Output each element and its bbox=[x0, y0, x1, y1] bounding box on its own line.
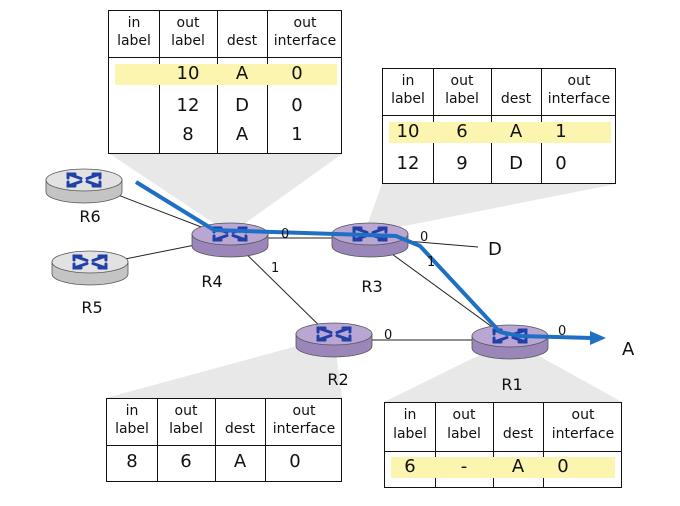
r3-row1-dest: A bbox=[509, 121, 523, 142]
r4-row1-dest: A bbox=[235, 63, 249, 84]
r2-header-in-label: label bbox=[115, 421, 149, 437]
router-r6 bbox=[45, 168, 123, 204]
r4-row1-out-interface: 0 bbox=[291, 63, 303, 84]
r2-header-in: in bbox=[125, 403, 139, 419]
r1-row-highlight bbox=[391, 457, 615, 478]
r2-header-dest: dest bbox=[224, 421, 256, 437]
r3-row1-out-label: 6 bbox=[456, 121, 468, 142]
iface-r2-to-r1: 0 bbox=[384, 328, 392, 343]
iface-r3-to-d: 0 bbox=[420, 230, 428, 245]
r1-header-out-label: label bbox=[447, 426, 481, 442]
iface-r3-to-r1: 1 bbox=[427, 255, 435, 270]
r4-row2-dest: D bbox=[235, 95, 249, 116]
router-label-r5: R5 bbox=[81, 298, 102, 317]
r4-header-in-label: label bbox=[117, 33, 151, 49]
r3-row2-in-label: 12 bbox=[396, 153, 420, 174]
router-top bbox=[295, 322, 373, 346]
r1-table-callout bbox=[384, 340, 622, 402]
r1-row1-out-label: - bbox=[460, 456, 468, 477]
r1-header-interface: interface bbox=[551, 426, 615, 442]
r3-header-interface: interface bbox=[547, 91, 611, 107]
r2-header-out-label: label bbox=[169, 421, 203, 437]
r4-row3-dest: A bbox=[235, 124, 249, 145]
r2-row1-out-interface: 0 bbox=[289, 451, 301, 472]
r1-row1-out-interface: 0 bbox=[557, 456, 569, 477]
iface-r4-to-r3: 0 bbox=[281, 227, 289, 242]
router-r1 bbox=[471, 324, 549, 360]
r3-row2-out-interface: 0 bbox=[555, 153, 567, 174]
r3-row-highlight bbox=[389, 122, 611, 143]
destination-a: A bbox=[622, 339, 635, 360]
r2-table-callout bbox=[106, 336, 342, 398]
r4-row1-out-label: 10 bbox=[176, 63, 200, 84]
r1-header-dest: dest bbox=[502, 426, 534, 442]
r3-header-out: out bbox=[450, 73, 474, 89]
r4-header-out-label: label bbox=[171, 33, 205, 49]
r4-forwarding-table: in label out label dest out interface 10… bbox=[108, 10, 342, 154]
r1-header-in-label: label bbox=[393, 426, 427, 442]
label-switched-path bbox=[134, 180, 593, 340]
router-top bbox=[51, 250, 129, 274]
router-r4 bbox=[191, 222, 269, 258]
r4-row-highlight bbox=[115, 64, 337, 85]
r1-forwarding-table: in label out label dest out interface 6 … bbox=[384, 402, 622, 488]
router-label-r6: R6 bbox=[79, 207, 100, 226]
r4-row3-out-label: 8 bbox=[182, 124, 194, 145]
router-label-r3: R3 bbox=[361, 277, 382, 296]
r2-row1-out-label: 6 bbox=[180, 451, 192, 472]
r4-header-out: out bbox=[176, 15, 200, 31]
r3-header-out-label: label bbox=[445, 91, 479, 107]
iface-r1-to-a: 0 bbox=[558, 324, 566, 339]
router-arrows-icon bbox=[316, 326, 352, 342]
r3-table-callout bbox=[364, 184, 616, 234]
r1-header-in: in bbox=[403, 407, 417, 423]
router-r5 bbox=[51, 250, 129, 286]
r3-header-in-label: label bbox=[391, 91, 425, 107]
r2-row1-dest: A bbox=[233, 451, 247, 472]
r3-header-in: in bbox=[401, 73, 415, 89]
r4-header-dest: dest bbox=[226, 33, 258, 49]
r4-row2-out-label: 12 bbox=[176, 95, 200, 116]
destination-d: D bbox=[488, 239, 502, 260]
r4-row3-out-interface: 1 bbox=[291, 124, 303, 145]
router-label-r1: R1 bbox=[501, 375, 522, 394]
r1-header-out2: out bbox=[571, 407, 595, 423]
r2-forwarding-table: in label out label dest out interface 8 … bbox=[106, 398, 342, 482]
router-label-r2: R2 bbox=[327, 370, 348, 389]
r3-row2-out-label: 9 bbox=[456, 153, 468, 174]
r2-header-out: out bbox=[174, 403, 198, 419]
r3-row1-in-label: 10 bbox=[396, 121, 420, 142]
r4-header-in: in bbox=[127, 15, 141, 31]
r3-header-dest: dest bbox=[500, 91, 532, 107]
r1-row1-dest: A bbox=[511, 456, 525, 477]
router-r3 bbox=[331, 222, 409, 258]
iface-r4-to-r2: 1 bbox=[271, 261, 279, 276]
r1-row1-in-label: 6 bbox=[404, 456, 416, 477]
r2-header-out2: out bbox=[292, 403, 316, 419]
router-arrows-icon bbox=[72, 254, 108, 270]
r4-table-callout bbox=[110, 154, 342, 234]
r4-header-out2: out bbox=[293, 15, 317, 31]
r4-row2-out-interface: 0 bbox=[291, 95, 303, 116]
r3-row1-out-interface: 1 bbox=[555, 121, 567, 142]
r3-row2-dest: D bbox=[509, 153, 523, 174]
r4-header-interface: interface bbox=[273, 33, 337, 49]
r1-header-out: out bbox=[452, 407, 476, 423]
r3-forwarding-table: in label out label dest out interface 10… bbox=[382, 68, 616, 184]
router-arrows-icon bbox=[352, 226, 388, 242]
r2-row1-in-label: 8 bbox=[126, 451, 138, 472]
r3-header-out2: out bbox=[567, 73, 591, 89]
router-label-r4: R4 bbox=[201, 272, 222, 291]
router-top bbox=[45, 168, 123, 192]
router-top bbox=[191, 222, 269, 246]
router-arrows-icon bbox=[66, 172, 102, 188]
r2-header-interface: interface bbox=[272, 421, 336, 437]
router-r2 bbox=[295, 322, 373, 358]
path-arrow-head-icon bbox=[590, 331, 606, 345]
